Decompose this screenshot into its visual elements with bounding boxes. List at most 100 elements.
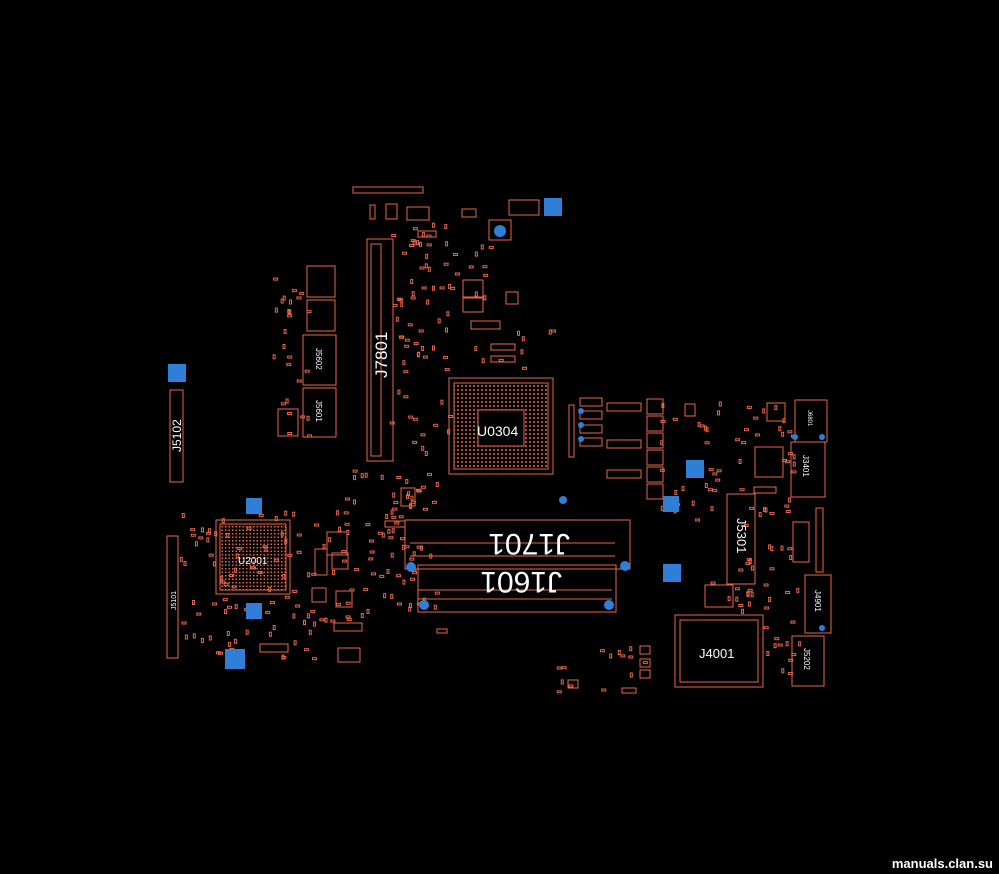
smd-component	[392, 303, 398, 307]
smd-component	[282, 573, 286, 579]
smd-component	[548, 329, 552, 335]
smd-component	[474, 346, 478, 352]
smd-component	[395, 316, 399, 322]
small-pad	[578, 436, 584, 442]
smd-component	[792, 461, 796, 467]
smd-component	[769, 511, 775, 515]
right-part	[766, 402, 786, 422]
smd-component	[561, 666, 567, 670]
smd-component	[426, 243, 432, 247]
top-component	[461, 208, 477, 218]
smd-component	[336, 602, 341, 606]
smd-component	[207, 528, 211, 534]
smd-component	[296, 296, 302, 300]
smd-component	[272, 354, 276, 360]
smd-component	[409, 244, 415, 247]
smd-component	[292, 589, 298, 593]
j7801-inner-rail	[370, 243, 382, 457]
smd-component	[381, 532, 385, 538]
label-j4901: J4901	[813, 590, 822, 612]
smd-component	[368, 557, 374, 561]
smd-component	[390, 593, 394, 599]
label-j1601: J1601	[480, 565, 562, 598]
smd-component	[745, 562, 751, 566]
small-pad	[819, 625, 825, 631]
smd-component	[744, 428, 749, 432]
smd-component	[273, 277, 279, 281]
smd-component	[695, 518, 701, 522]
smd-component	[353, 499, 356, 505]
smd-component	[785, 591, 791, 594]
smd-component	[787, 547, 793, 551]
smd-component	[746, 591, 750, 597]
smd-component	[412, 417, 418, 421]
smd-component	[423, 507, 428, 511]
smd-component	[710, 506, 714, 512]
smd-component	[314, 523, 320, 527]
label-j5301: J5301	[734, 518, 749, 553]
smd-component	[439, 286, 445, 290]
smd-component	[426, 299, 430, 305]
j5601-outline	[302, 387, 337, 438]
smd-component	[383, 593, 387, 599]
smd-component	[764, 606, 770, 610]
j7801-edge-outline	[366, 238, 394, 462]
smd-component	[280, 402, 286, 406]
smd-component	[412, 551, 416, 557]
smd-component	[410, 495, 414, 501]
top-component	[488, 219, 512, 241]
smd-component	[391, 234, 397, 237]
smd-component	[369, 539, 374, 543]
smd-component	[345, 497, 350, 501]
bottom-small-part	[639, 645, 651, 655]
smd-component	[393, 501, 399, 505]
smd-component	[257, 571, 263, 574]
pch-area-part	[326, 531, 348, 556]
smd-component	[434, 591, 440, 595]
smd-component	[313, 621, 317, 627]
smd-component	[234, 604, 238, 610]
smd-component	[287, 553, 293, 557]
smd-component	[296, 379, 302, 383]
smd-component	[708, 468, 714, 472]
smd-component	[392, 492, 396, 498]
smd-component	[226, 631, 230, 636]
smd-component	[268, 631, 272, 637]
smd-component	[284, 510, 288, 516]
smd-component	[480, 244, 484, 250]
smd-component	[288, 309, 292, 315]
smd-component	[304, 648, 310, 652]
smd-component	[200, 638, 204, 643]
smd-component	[453, 253, 459, 256]
pch-area-part	[331, 552, 349, 570]
cpu-right-part	[579, 410, 603, 420]
smd-component	[420, 433, 426, 437]
bottom-small-part	[639, 658, 651, 668]
smd-component	[787, 497, 791, 503]
smd-component	[345, 601, 351, 605]
smd-component	[273, 558, 279, 562]
smd-component	[488, 245, 494, 249]
smd-component	[235, 553, 239, 559]
cpu-right-part	[579, 397, 603, 407]
smd-component	[747, 601, 751, 607]
smd-component	[746, 558, 752, 562]
mounting-pad	[663, 496, 679, 512]
smd-component	[192, 600, 195, 605]
smd-component	[282, 295, 286, 301]
smd-component	[431, 500, 437, 504]
smd-component	[712, 489, 718, 493]
smd-component	[421, 286, 427, 290]
smd-component	[629, 672, 633, 678]
smd-component	[386, 569, 390, 574]
smd-component	[274, 516, 278, 521]
smd-component	[785, 460, 791, 464]
cpu-right-part	[646, 398, 664, 415]
left-stack-component	[306, 265, 336, 298]
smd-component	[432, 285, 435, 291]
smd-component	[712, 472, 718, 476]
smd-component	[228, 641, 232, 647]
smd-component	[617, 650, 621, 655]
smd-component	[792, 454, 796, 460]
smd-component	[437, 318, 441, 324]
